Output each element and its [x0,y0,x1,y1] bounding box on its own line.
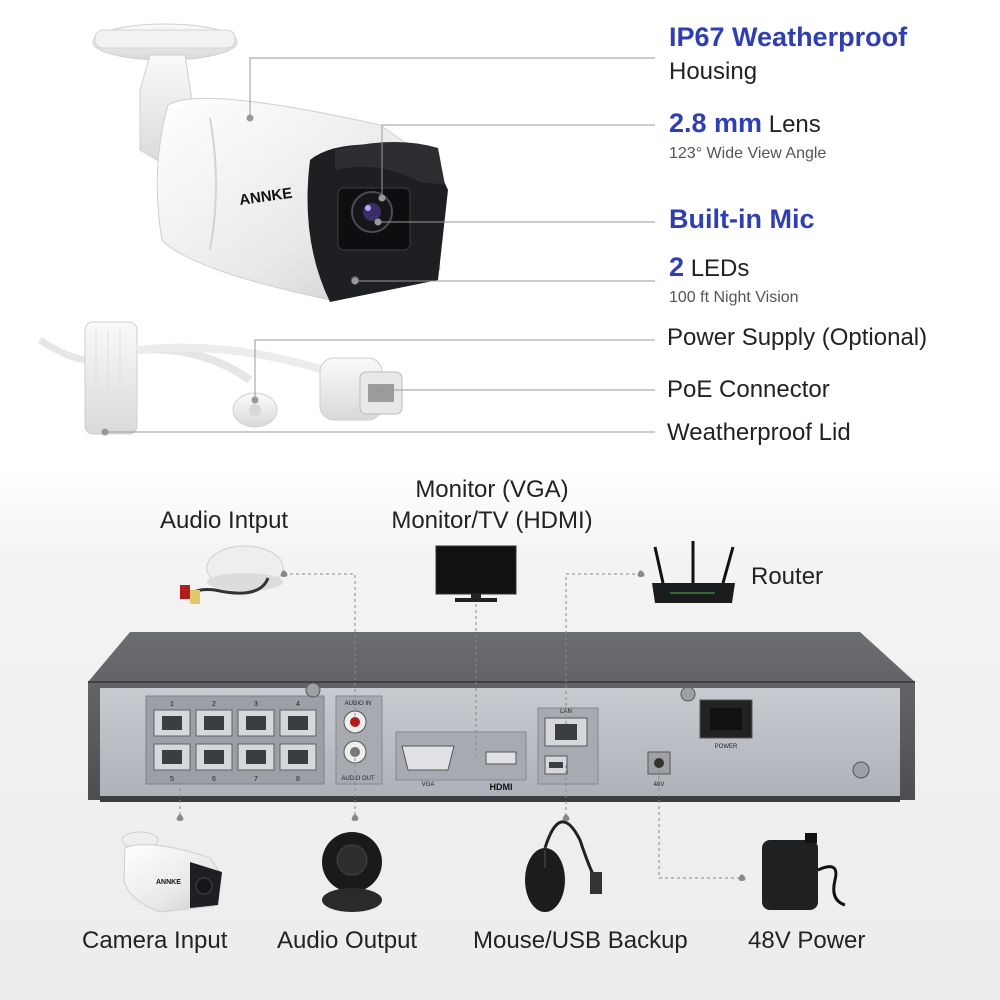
monitor-hdmi-label: Monitor/TV (HDMI) [391,507,593,534]
nvr-power: 48V POWER [305,682,870,788]
poe-connector-label: PoE Connector [667,376,830,403]
mic-label: Built-in Mic [669,204,815,234]
port-label: 3 [254,701,258,708]
hdmi-label: HDMI [490,782,513,792]
router-accessory [652,541,735,603]
leds-rest: LEDs [684,255,750,282]
audio-input-label: Audio Intput [160,507,289,534]
housing-subtitle: Housing [669,58,758,85]
leds-label: 2 LEDs [669,252,749,283]
camera-accessory-brand: ANNKE [156,879,181,886]
weatherproof-lid-label: Weatherproof Lid [667,419,851,446]
mouse-usb-label: Mouse/USB Backup [473,927,688,954]
spec-leader-lines [101,57,655,436]
port-label: 1 [170,701,174,708]
port-label: 5 [170,776,174,783]
audio-in-label: AUDIO IN [345,701,372,707]
router-label: Router [751,563,824,590]
power-supply-label: Power Supply (Optional) [667,324,928,351]
leds-highlight: 2 [669,252,685,282]
lens-sub: 123° Wide View Angle [669,145,827,162]
port-label: 4 [296,701,300,708]
monitor-vga-label: Monitor (VGA) [415,476,569,503]
port-label: 6 [212,776,216,783]
camera-body [156,97,448,302]
port-label: 8 [296,776,300,783]
power-switch-label: POWER [715,744,738,750]
port-label: 2 [212,701,216,708]
nvr-camera-ports: 1 2 3 4 5 6 7 8 [145,695,325,785]
nvr-video-ports: VGA HDMI [395,731,527,792]
nvr-lan-usb-ports: LAN [537,707,599,785]
lens-rest: Lens [762,111,821,138]
leds-sub: 100 ft Night Vision [669,289,799,306]
camera-input-label: Camera Input [82,927,228,954]
lens-label: 2.8 mm Lens [669,108,821,139]
microphone-accessory [180,545,284,604]
audio-out-label: AUDIO OUT [341,776,375,782]
connection-leader-lines [176,570,746,882]
speaker-accessory [322,832,382,912]
monitor-accessory [435,545,517,602]
camera-cable [38,321,403,435]
vga-label: VGA [422,782,435,788]
camera-accessory: ANNKE [121,831,223,913]
port-label: 7 [254,776,258,783]
housing-title: IP67 Weatherproof [669,22,908,52]
power-adapter-accessory [762,833,846,910]
lens-highlight: 2.8 mm [669,108,763,138]
nvr-audio-ports: AUDIO IN AUDIO OUT [335,695,383,785]
audio-output-label: Audio Output [277,927,418,954]
mouse-accessory [525,820,602,912]
power-48v-label: 48V Power [748,927,866,954]
